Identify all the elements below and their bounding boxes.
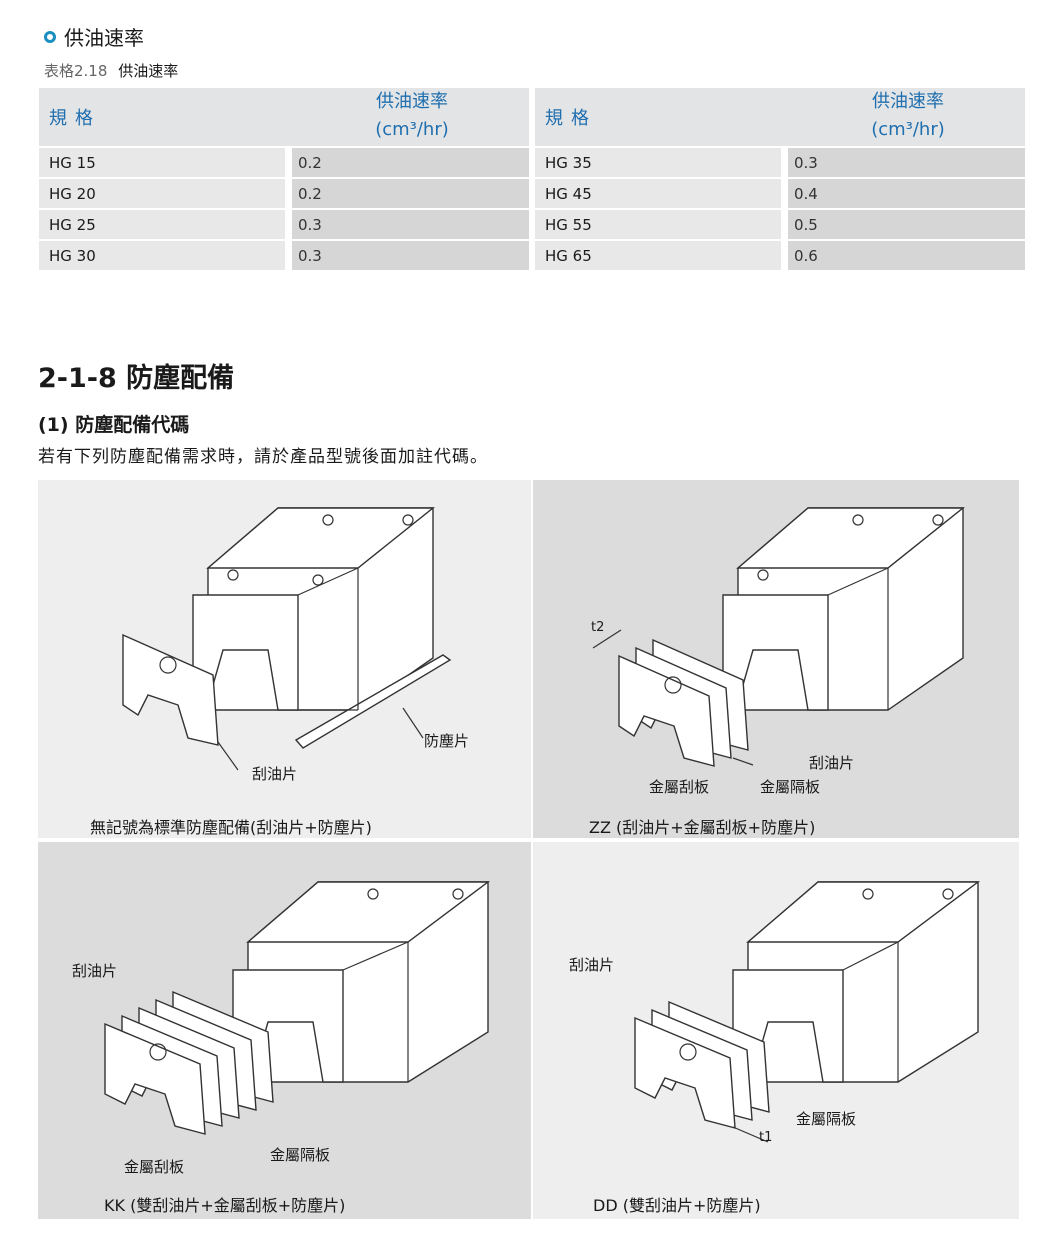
cell-rate: 0.2 [292,179,529,208]
header-rate-line1: 供油速率 [376,91,448,112]
table-caption: 表格2.18 供油速率 [44,60,178,81]
header-spec: 規格 [49,108,101,129]
cell-spec: HG 15 [39,148,285,177]
panel-caption: 無記號為標準防塵配備(刮油片+防塵片) [90,818,372,837]
header-rate-unit: (cm³/hr) [871,119,945,140]
cell-rate: 0.5 [788,210,1025,239]
cell-spec: HG 20 [39,179,285,208]
header-rate: 供油速率 (cm³/hr) [791,88,1025,146]
block-exploded-illustration [104,881,491,1135]
panel-kk: 刮油片 金屬刮板 金屬隔板 KK (雙刮油片+金屬刮板+防塵片) [38,842,531,1219]
cell-rate: 0.3 [292,210,529,239]
label-spacer: 金屬隔板 [760,778,821,796]
circle-bullet-icon [44,30,56,43]
header-spec: 規格 [545,108,597,129]
cell-rate: 0.4 [788,179,1025,208]
block-exploded-illustration [634,881,981,1143]
label-wiper: 刮油片 [72,962,118,980]
panel-caption: ZZ (刮油片+金屬刮板+防塵片) [589,818,816,837]
label-scraper: 金屬刮板 [649,778,710,796]
table-caption-title: 供油速率 [118,62,179,80]
panel-zz: t2 刮油片 金屬刮板 金屬隔板 ZZ (刮油片+金屬刮板+防塵片) [533,480,1019,838]
table-header: 規格 供油速率 (cm³/hr) [535,88,1025,146]
label-t1: t1 [759,1130,773,1145]
cell-spec: HG 25 [39,210,285,239]
table-header: 規格 供油速率 (cm³/hr) [39,88,529,146]
label-spacer: 金屬隔板 [796,1110,857,1128]
cell-spec: HG 55 [535,210,781,239]
header-rate-line1: 供油速率 [872,91,944,112]
label-t2: t2 [591,620,605,635]
cell-rate: 0.6 [788,241,1025,270]
label-dust-seal: 防塵片 [424,732,470,750]
cell-spec: HG 65 [535,241,781,270]
cell-spec: HG 30 [39,241,285,270]
table-caption-label: 表格2.18 [44,62,108,80]
label-wiper: 刮油片 [252,765,298,783]
panel-caption: KK (雙刮油片+金屬刮板+防塵片) [104,1196,346,1215]
cell-spec: HG 35 [535,148,781,177]
description-text: 若有下列防塵配備需求時，請於產品型號後面加註代碼。 [38,447,488,467]
block-exploded-illustration [592,507,965,767]
header-rate-unit: (cm³/hr) [375,119,449,140]
label-spacer: 金屬隔板 [270,1146,331,1164]
cell-rate: 0.3 [788,148,1025,177]
subsection-heading: (1) 防塵配備代碼 [38,414,190,436]
label-wiper: 刮油片 [809,754,855,772]
header-rate: 供油速率 (cm³/hr) [295,88,529,146]
block-exploded-illustration [122,507,452,771]
section-title: 供油速率 [44,22,144,51]
label-scraper: 金屬刮板 [124,1158,185,1176]
panel-standard: 防塵片 刮油片 無記號為標準防塵配備(刮油片+防塵片) [38,480,531,838]
section-heading: 2-1-8 防塵配備 [38,363,235,394]
cell-spec: HG 45 [535,179,781,208]
cell-rate: 0.3 [292,241,529,270]
panel-caption: DD (雙刮油片+防塵片) [593,1196,761,1215]
cell-rate: 0.2 [292,148,529,177]
section-title-text: 供油速率 [64,26,144,50]
panel-dd: 刮油片 金屬隔板 t1 DD (雙刮油片+防塵片) [533,842,1019,1219]
label-wiper: 刮油片 [569,956,615,974]
